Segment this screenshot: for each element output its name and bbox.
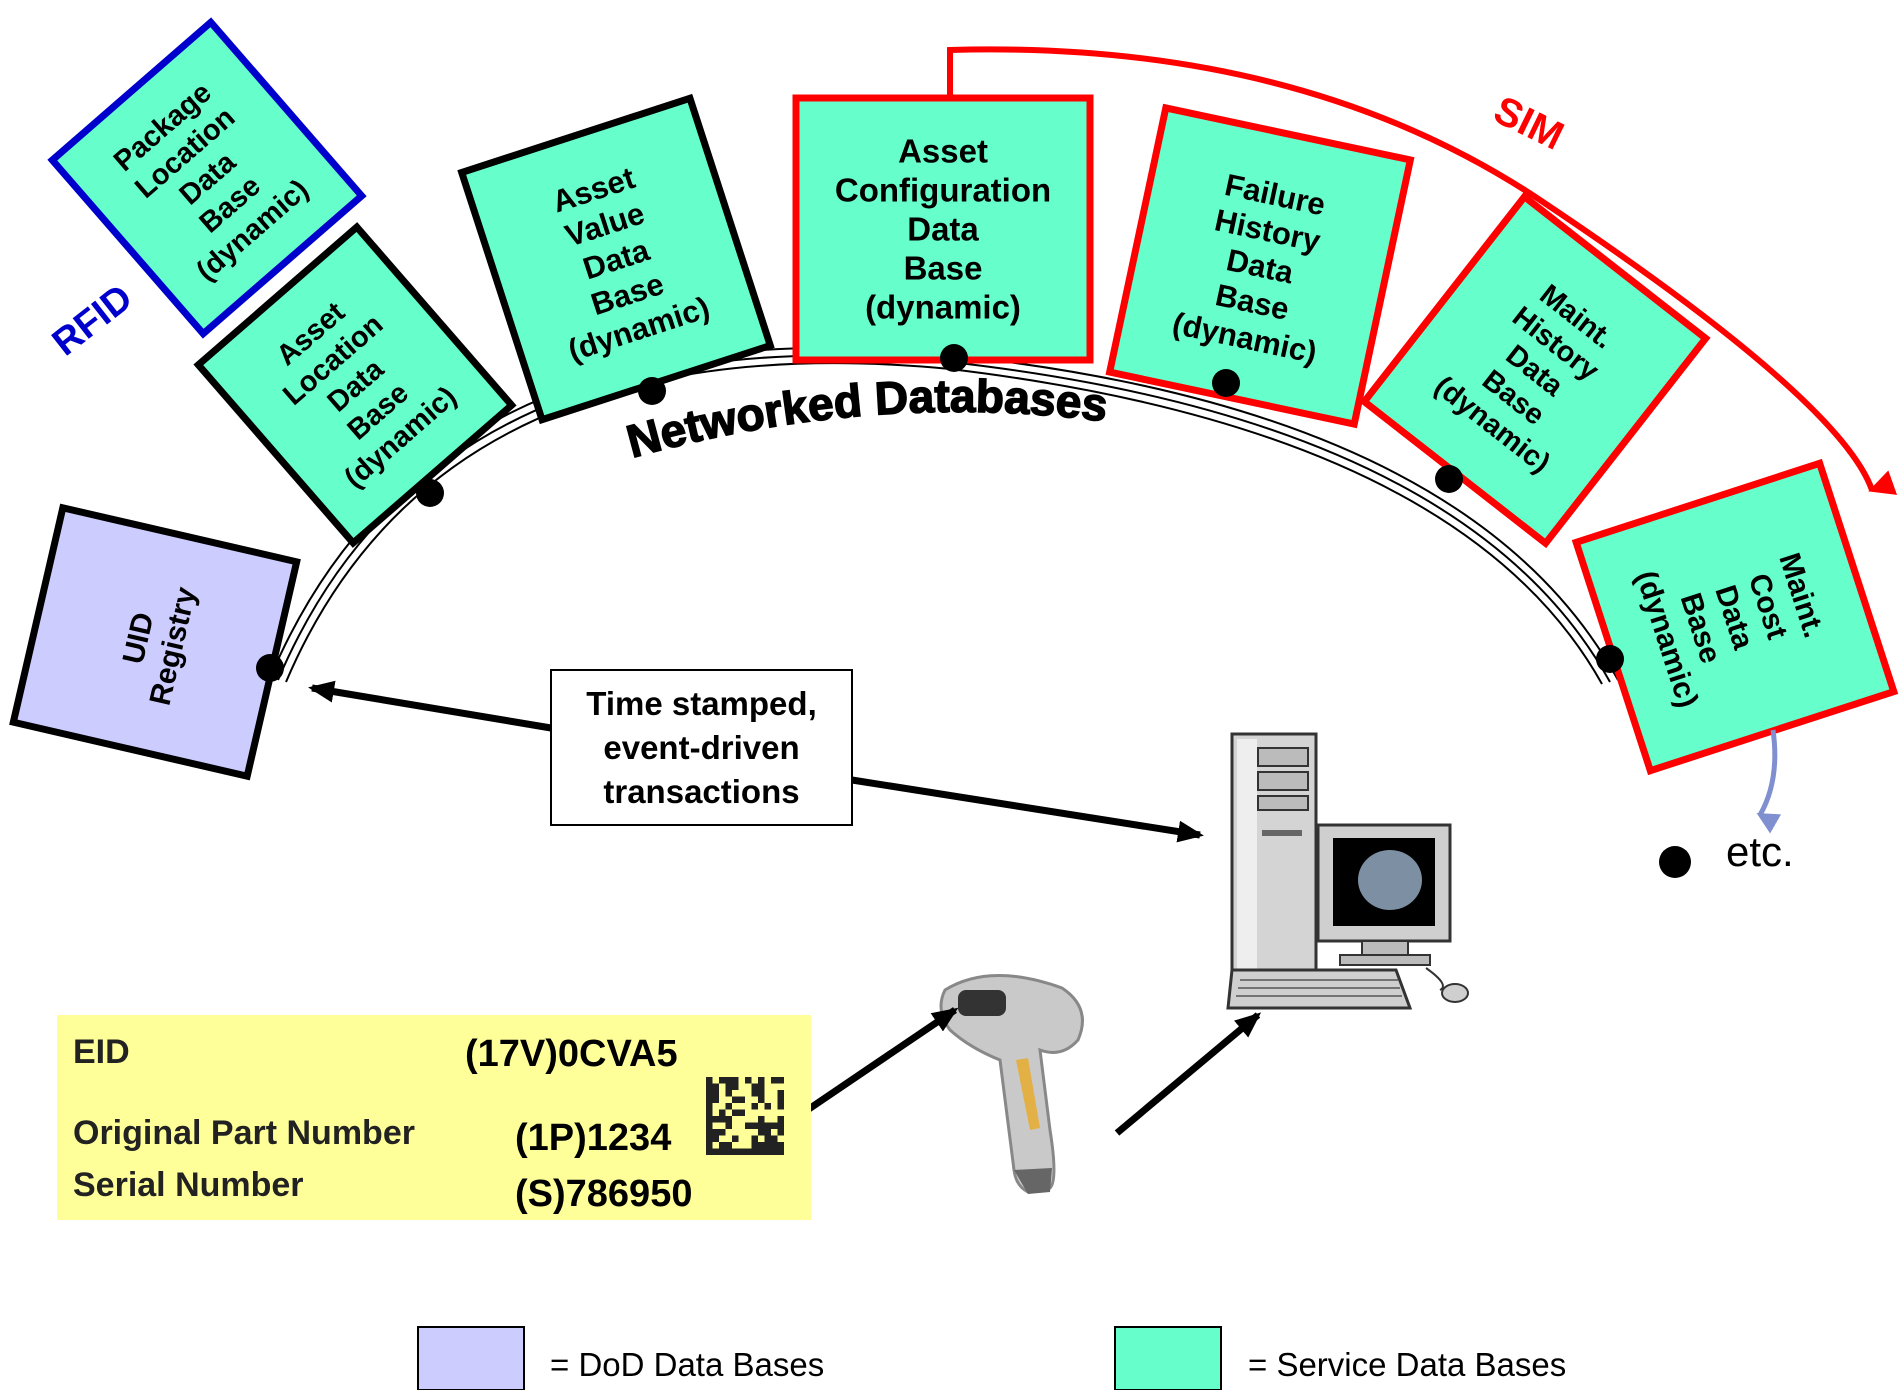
legend-swatch-dod — [417, 1326, 525, 1390]
asset-configuration-label-line: Configuration — [835, 172, 1051, 209]
legend: = DoD Data Bases = Service Data Bases — [417, 1326, 1566, 1390]
uid-value-part-number: (1P)1234 — [515, 1117, 671, 1159]
rfid-label: RFID — [45, 277, 141, 365]
transactions-box: Time stamped, event-driven transactions — [550, 669, 853, 826]
etc-arrow — [1756, 729, 1782, 834]
asset-configuration-label-line: Base — [904, 249, 983, 286]
failure-history-box[interactable]: FailureHistoryDataBase(dynamic) — [1105, 103, 1415, 429]
uid-registry-box[interactable]: UIDRegistry — [9, 503, 301, 781]
barcode-scanner-icon — [931, 958, 1119, 1208]
legend-label-dod: = DoD Data Bases — [550, 1346, 824, 1383]
transaction-arrow-to-registry — [308, 680, 552, 732]
legend-label-service: = Service Data Bases — [1248, 1346, 1566, 1383]
svg-text:Maint.CostDataBase(dynamic): Maint.CostDataBase(dynamic) — [1629, 523, 1839, 712]
etc-label: etc. — [1726, 828, 1794, 875]
maint-history-box[interactable]: Maint.HistoryDataBase(dynamic) — [1359, 191, 1711, 549]
package-location-box[interactable]: PackageLocationDataBase(dynamic) — [47, 17, 367, 339]
arc-connection-dots — [256, 344, 1624, 682]
uid-value-eid: (17V)0CVA5 — [465, 1033, 678, 1075]
asset-configuration-label-line: Data — [907, 211, 979, 248]
uid-value-serial-number: (S)786950 — [515, 1173, 692, 1215]
etc-bullet — [1659, 846, 1691, 878]
asset-configuration-label-line: Asset — [898, 133, 988, 170]
transactions-label-line: event-driven — [603, 729, 799, 766]
scanner-to-computer-arrow — [1114, 1012, 1262, 1136]
uid-field-part-number: Original Part Number — [73, 1114, 415, 1152]
label-to-scanner-arrow — [798, 1007, 959, 1118]
uid-label: EID (17V)0CVA5 Original Part Number (1P)… — [57, 1015, 811, 1220]
transaction-arrow-to-computer — [851, 776, 1204, 843]
sim-arrow — [947, 46, 1898, 495]
computer-icon — [1226, 732, 1469, 1010]
uid-field-eid: EID — [73, 1033, 130, 1071]
uid-field-serial-number: Serial Number — [73, 1166, 304, 1204]
sim-label: SIM — [1487, 88, 1570, 159]
networked-databases-title: Networked Databases — [621, 370, 1110, 468]
legend-swatch-service — [1114, 1326, 1222, 1390]
asset-value-box[interactable]: AssetValueDataBase(dynamic) — [457, 93, 775, 425]
transactions-label-line: transactions — [603, 773, 799, 810]
asset-location-box[interactable]: AssetLocationDataBase(dynamic) — [193, 222, 517, 548]
maint-cost-box[interactable]: Maint.CostDataBase(dynamic) — [1571, 458, 1899, 776]
data-matrix-icon — [706, 1077, 784, 1155]
asset-configuration-label-line: (dynamic) — [865, 288, 1021, 325]
transactions-label-line: Time stamped, — [586, 685, 816, 722]
